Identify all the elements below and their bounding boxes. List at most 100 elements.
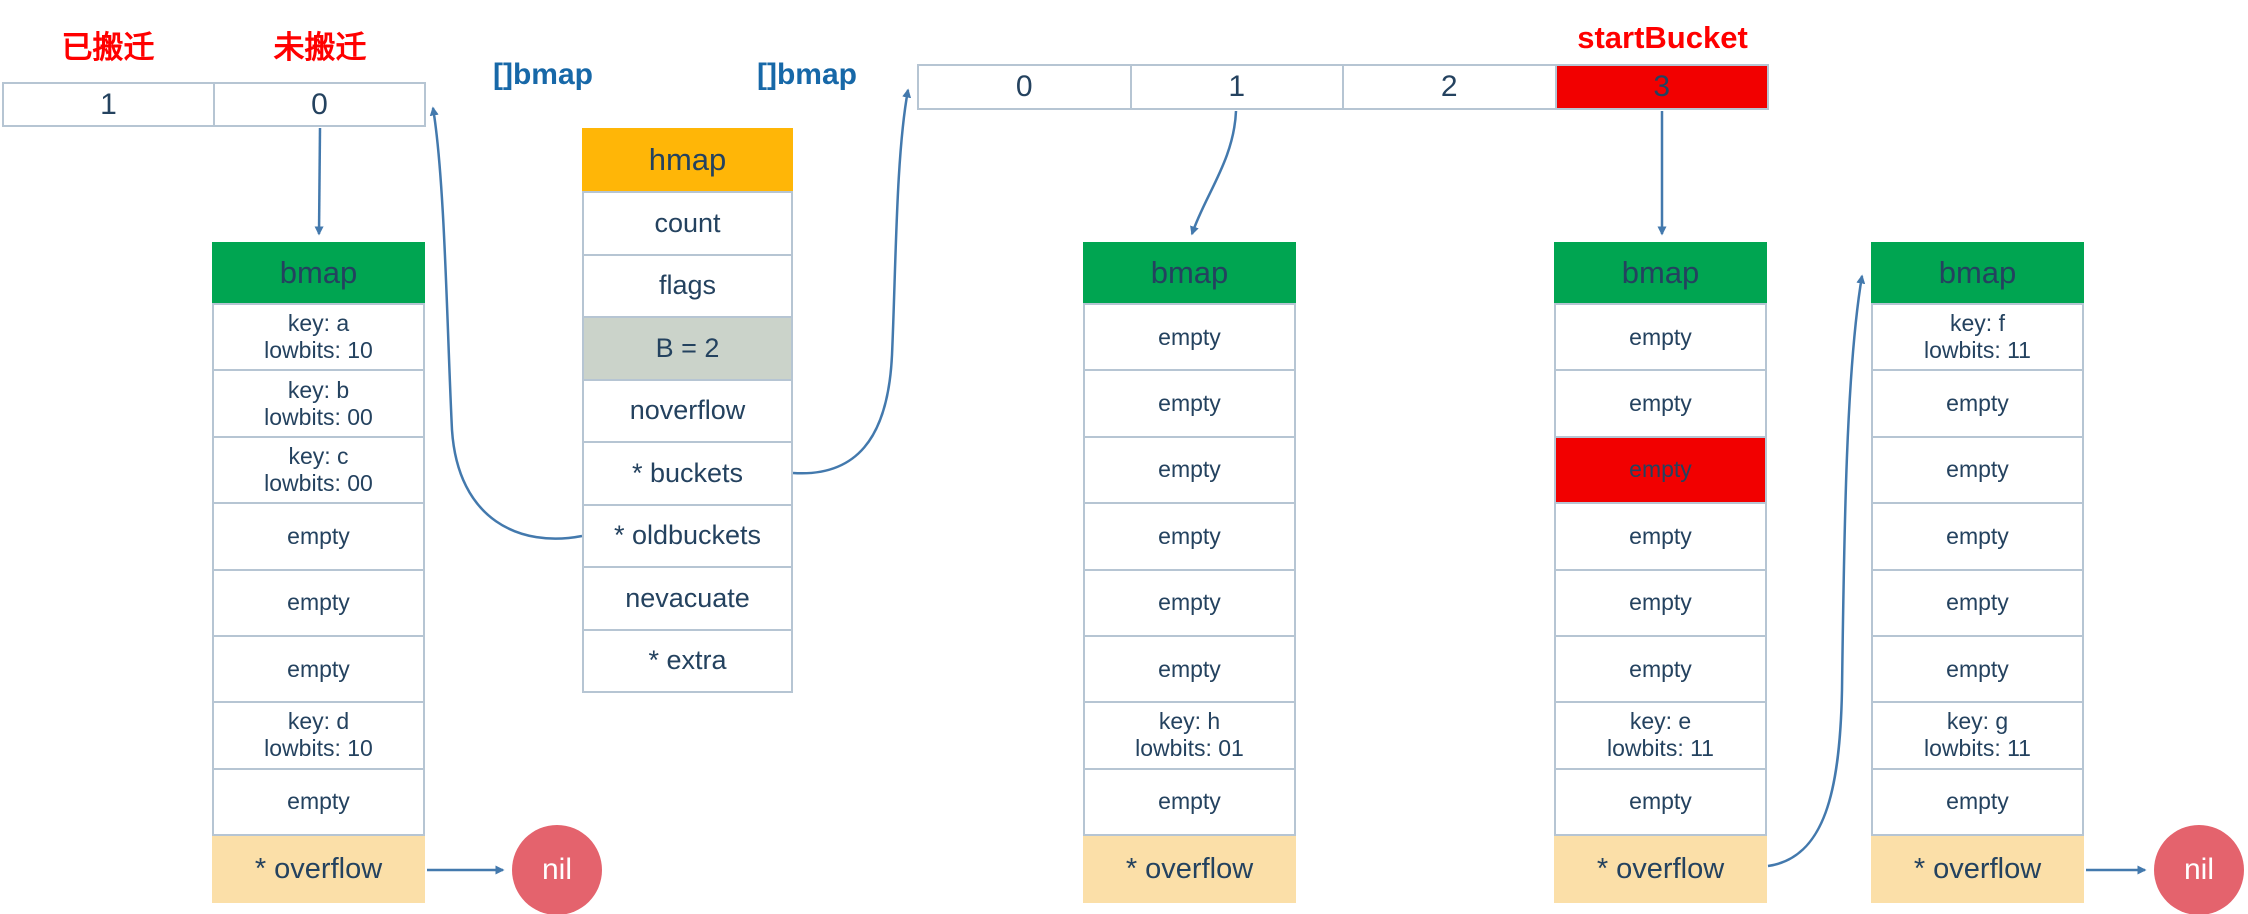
bmap-slot: empty [214,767,423,834]
hmap-field-text: * oldbuckets [613,520,762,551]
bmap-overflow-pointer: * overflow [212,836,425,903]
bmap-slot: empty [1556,305,1765,369]
oldbuckets-array-cell-text: 1 [100,87,117,121]
buckets-array-cell-text: 0 [1015,70,1033,103]
bmap-slot-text: empty [1629,390,1692,417]
hmap-field: * extra [584,628,791,692]
bmap-slot: empty [1556,502,1765,568]
bmap-slot-text: empty [1158,323,1221,350]
bmap-slot-text: empty [1158,390,1221,417]
bmap-slot-text: lowbits: 11 [1924,337,2031,364]
buckets-array-cell-text: 2 [1440,70,1458,103]
bmap-slot-text: lowbits: 11 [1607,735,1714,762]
hmap-field: count [584,193,791,254]
hmap-field-text: B = 2 [655,332,720,363]
bmap-bucket-3: bmap empty empty empty empty empty empty key: … [1554,242,1767,903]
buckets-array-cell-text: 1 [1228,70,1246,103]
hmap-struct-title: hmap [582,128,793,191]
hmap-field-text: count [654,207,721,238]
oldbuckets-array-cell: 0 [213,84,424,125]
bmap-slot-text: empty [1158,655,1221,682]
buckets-array-cell: 2 [1342,66,1555,108]
bmap-slot-text: lowbits: 00 [264,403,373,430]
bmap-slot-text: empty [1158,589,1221,616]
label-migrated: 已搬迁 [61,30,155,65]
hmap-field: flags [584,253,791,317]
bmap-overflow-pointer: * overflow [1871,836,2084,903]
bmap-slot-text: key: b [287,376,350,403]
hmap-field: noverflow [584,378,791,442]
bmap-slot: empty [1085,369,1294,435]
hmap-field-text: noverflow [629,395,746,426]
bmap-slot-text: empty [1629,522,1692,549]
hmap-field: nevacuate [584,566,791,629]
bmap-slot-text: lowbits: 01 [1135,735,1244,762]
bmap-slot-text: lowbits: 00 [264,469,373,496]
hmap-field: * buckets [584,441,791,504]
arrow-oldbuckets-to-oldarray [429,106,583,540]
bmap-slot: empty [1085,634,1294,701]
bmap-overflow-pointer: * overflow [1554,836,1767,903]
oldbuckets-array-cell: 1 [4,84,213,125]
hmap-field-text: * extra [648,645,727,676]
bmap-slot: empty [1873,369,2082,435]
bmap-slot-text: key: a [287,310,350,337]
bmap-slot-text: empty [1946,589,2009,616]
bmap-slot: empty [1873,502,2082,568]
bmap-slot-text: lowbits: 10 [264,337,373,364]
bmap-slot: empty [214,502,423,568]
bmap-slot: empty [1556,369,1765,435]
bmap-slot-text: empty [1946,522,2009,549]
buckets-array-cell: 1 [1129,66,1343,108]
bmap-slot: empty [1085,568,1294,635]
bmap-slot: empty [1085,435,1294,502]
arrow-bmap3-overflow-to-bmap4 [1767,274,1866,868]
bmap-slot-text: empty [1946,655,2009,682]
bmap-slot-text: empty [1158,456,1221,483]
buckets-array-cell: 3 [1554,66,1767,108]
bmap-title: bmap [1554,242,1767,303]
bmap-title: bmap [212,242,425,303]
hmap-struct-fields: count flags B = 2 noverflow * buckets * oldbu… [582,191,793,693]
bmap-slot-text: empty [1946,788,2009,815]
bmap-slot-text: empty [1158,522,1221,549]
bmap-slot-text: empty [1158,788,1221,815]
bmap-slot-text: lowbits: 10 [264,735,373,762]
bmap-slot: empty [1873,435,2082,502]
bmap-slot: empty [1873,568,2082,635]
buckets-array-cell-text: 3 [1653,70,1671,103]
bmap-slot-text: empty [1629,788,1692,815]
nil-node-right: nil [2154,825,2244,914]
bmap-slot-text: empty [1629,655,1692,682]
bmap-slot-text: key: c [288,442,349,469]
bmap-slot-text: empty [1946,390,2009,417]
bmap-slot-text: key: h [1158,708,1221,735]
hmap-field-text: nevacuate [625,582,750,613]
bmap-slot-text: empty [287,522,350,549]
label-bmap-slice-left: []bmap [493,58,593,91]
hmap-field: B = 2 [584,316,791,379]
bmap-slot-text: key: f [1950,310,2005,337]
bmap-slot-text: key: d [287,708,350,735]
bmap-slot-text: empty [1629,589,1692,616]
bmap-slot: empty [214,634,423,701]
bmap-slot: empty [1085,305,1294,369]
bmap-slot-text: empty [1946,456,2009,483]
oldbuckets-array-cell-text: 0 [311,87,328,121]
bmap-slot-text: key: e [1629,708,1692,735]
bmap-slot-text: key: g [1946,708,2009,735]
nil-node-left: nil [512,825,602,914]
